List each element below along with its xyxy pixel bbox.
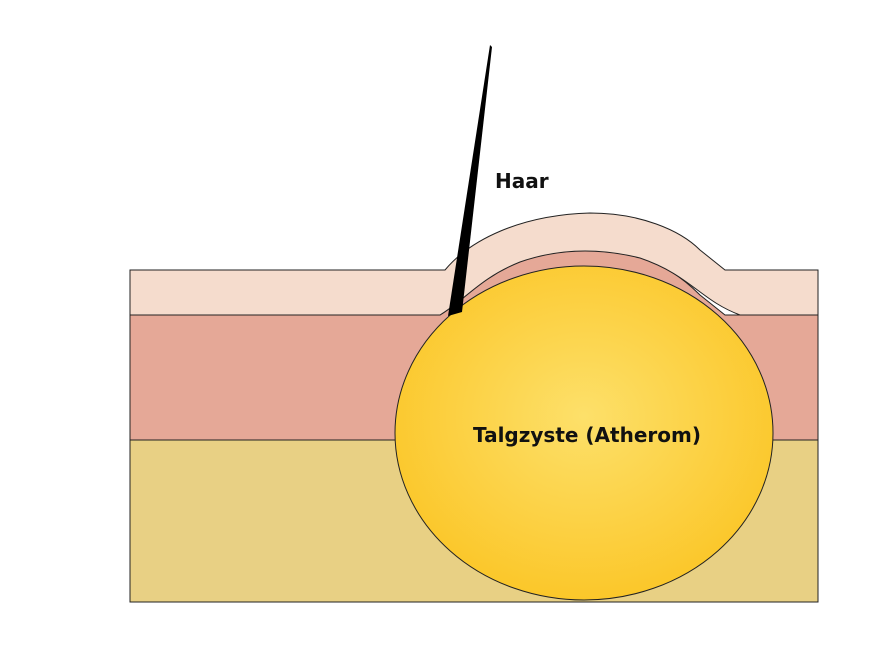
sebaceous-cyst: [394, 265, 774, 601]
hair-label: Haar: [495, 169, 549, 193]
cyst-label: Talgzyste (Atherom): [473, 423, 701, 447]
hair-shaft: [448, 45, 492, 316]
epidermis-layer: [129, 212, 819, 316]
